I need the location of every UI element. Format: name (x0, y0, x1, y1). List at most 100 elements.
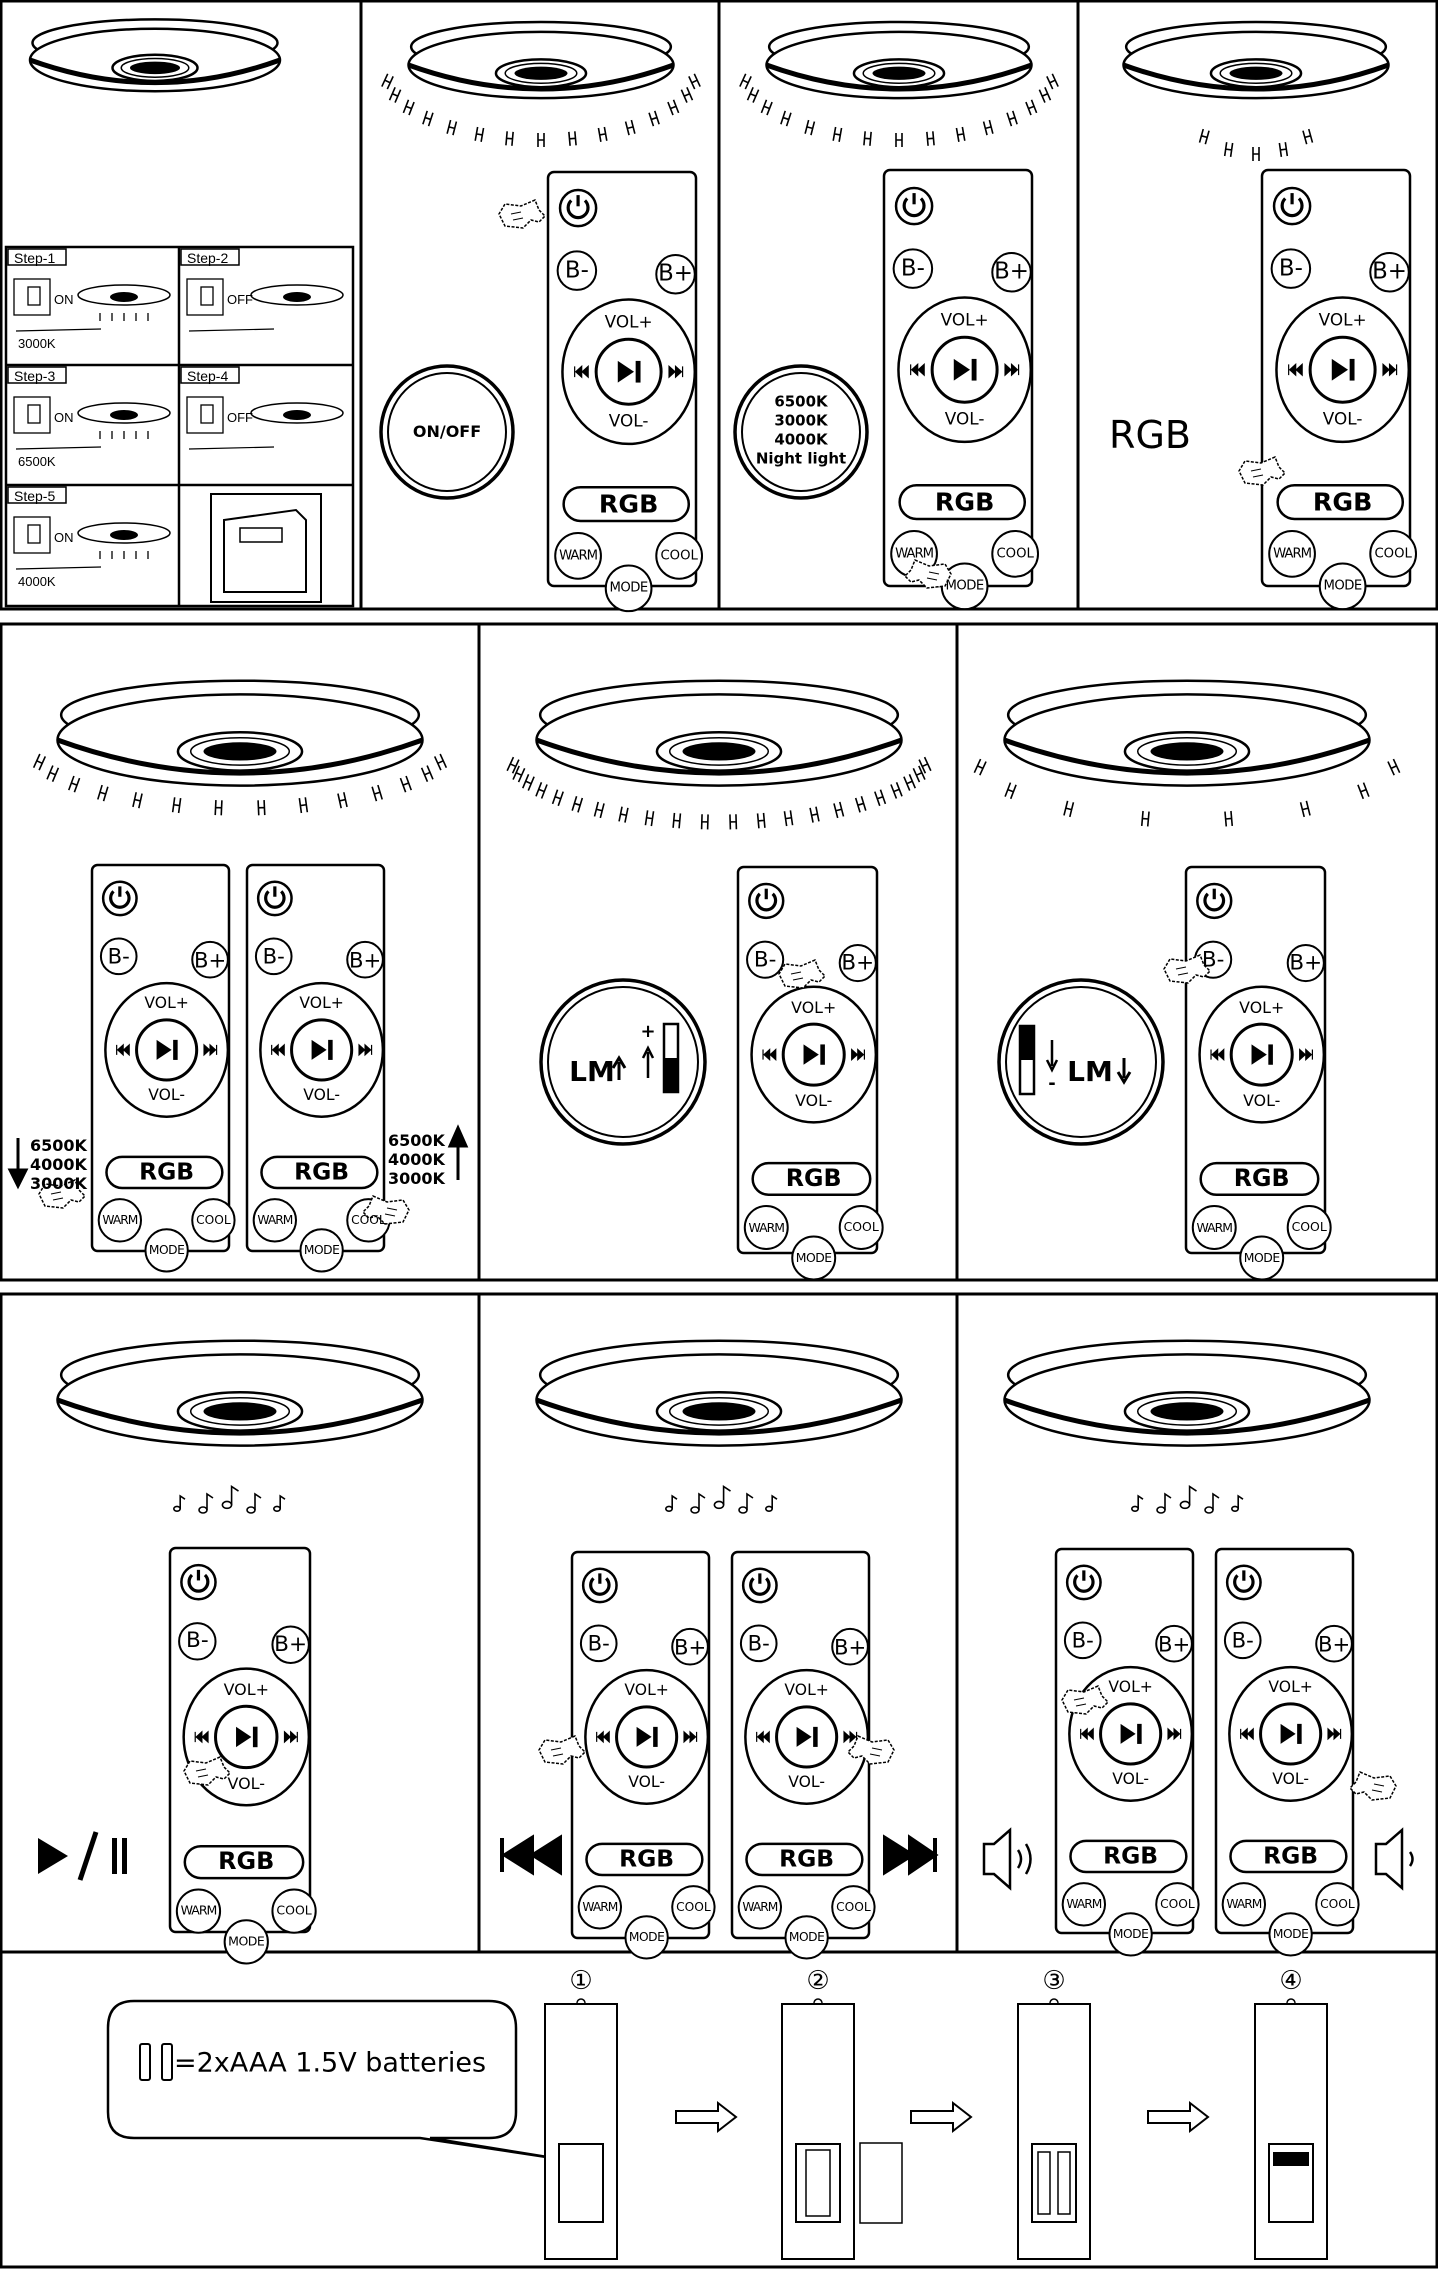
lamp-rim (56, 1397, 424, 1436)
lamp-rim (535, 737, 903, 776)
power-icon (1203, 892, 1226, 912)
step-tag: Step-1 (14, 250, 56, 266)
ray-mark (874, 789, 887, 807)
cool-label: COOL (996, 546, 1034, 562)
b-plus-button (991, 252, 1032, 293)
b-plus-label: B+ (1289, 950, 1323, 976)
light-ray (912, 765, 926, 783)
badge-outer (379, 364, 515, 500)
b-minus-label: B- (107, 943, 130, 969)
step-temp: 3000K (18, 336, 56, 351)
callout-bubble (106, 1999, 567, 2162)
speaker-inner-ring (189, 736, 291, 766)
battery-compartment (558, 2143, 604, 2223)
light-ray (780, 110, 792, 127)
wall-box-body (223, 508, 307, 593)
speaker-inner-ring (1136, 736, 1238, 766)
step-tag-box (7, 366, 67, 384)
hand-outline (538, 1735, 587, 1765)
temp-label-right: 6500K (388, 1131, 445, 1150)
next-icon (1327, 1727, 1342, 1741)
rgb-label: RGB (139, 1157, 195, 1186)
light-ray (833, 801, 845, 819)
row2-p3-remote (1184, 865, 1332, 1281)
light-ray (537, 133, 545, 147)
light-ray (895, 133, 903, 147)
light-ray (1387, 758, 1401, 776)
hand-fingers (510, 211, 524, 221)
row3-p2-hand-b (846, 1735, 895, 1765)
level-down-arrow (1045, 1040, 1059, 1073)
row2-p1-remote-a (90, 863, 236, 1273)
rgb-button (562, 486, 691, 523)
ray-mark (214, 800, 223, 816)
ray-mark (1223, 142, 1234, 158)
light-ray (982, 119, 994, 136)
ray-mark (783, 810, 794, 827)
b-plus-label: B+ (658, 260, 693, 287)
light-ray (402, 99, 415, 116)
light-ray (680, 87, 694, 103)
hand-fingers (1250, 468, 1264, 478)
battery-callout (106, 1999, 567, 2162)
row2-p3-hand (1163, 954, 1212, 984)
ray-mark (422, 110, 434, 127)
row3-p3-remote-b (1214, 1547, 1360, 1957)
previous-icon (1080, 1727, 1094, 1741)
previous-icon (596, 1730, 610, 1744)
volume-wave-small (1408, 1851, 1414, 1867)
ray-mark (780, 110, 792, 127)
battery-cover (859, 2142, 903, 2224)
speaker-grille (1150, 742, 1224, 761)
ray-mark (739, 73, 752, 90)
mode-label: MODE (148, 1243, 185, 1258)
speaker-grille (682, 742, 756, 761)
battery-top-band (1273, 2152, 1309, 2166)
light-ray (422, 110, 434, 127)
rgb-label: RGB (785, 1164, 842, 1193)
note-stem (206, 1492, 214, 1510)
play-icon (311, 1039, 327, 1060)
pause-icon (1349, 358, 1355, 381)
b-minus-button (1270, 248, 1312, 289)
b-minus-button (556, 250, 598, 291)
ray-mark (132, 792, 143, 809)
light-ray (746, 87, 760, 103)
mode-badge (733, 364, 869, 500)
light-ray (1223, 142, 1234, 158)
mini-lamp-speaker (110, 410, 138, 420)
wall-switch (186, 278, 224, 316)
battery-step-2 (781, 1998, 903, 2260)
hand-fingers (869, 1747, 883, 1757)
b-plus-label: B+ (673, 1634, 707, 1660)
battery-spec-text: =2xAAA 1.5V batteries (174, 2047, 487, 2079)
previous-icon (194, 1730, 209, 1744)
b-minus-label: B- (564, 257, 589, 284)
step-switch-state: ON (54, 292, 74, 307)
volume-up-speaker-icon (982, 1827, 1012, 1891)
step-tag-box (180, 366, 240, 384)
temp-label-left: 3000K (30, 1174, 87, 1193)
steps-table (4, 245, 355, 608)
battery-compartment (795, 2143, 841, 2223)
cool-button (1369, 529, 1418, 578)
mode-list-item: 4000K (774, 430, 828, 449)
cool-label: COOL (351, 1213, 386, 1228)
ray-mark (1025, 99, 1038, 116)
note-stem (1164, 1492, 1172, 1510)
row2-p3-lamp (1003, 679, 1371, 787)
plus-label: + (640, 1021, 656, 1042)
light-ray (624, 119, 636, 136)
power-icon (589, 1577, 611, 1596)
power-button (1225, 1564, 1262, 1601)
ray-mark (680, 87, 694, 103)
light-ray (874, 789, 887, 807)
ray-mark (618, 806, 629, 823)
next-icon (668, 364, 684, 379)
ray-mark (926, 131, 935, 146)
hand-fingers (50, 1191, 64, 1201)
ray-mark (746, 87, 760, 103)
mini-lamp-speaker (283, 292, 311, 302)
vol-plus-label: VOL+ (223, 1680, 269, 1700)
lamp-rim (1003, 737, 1371, 776)
